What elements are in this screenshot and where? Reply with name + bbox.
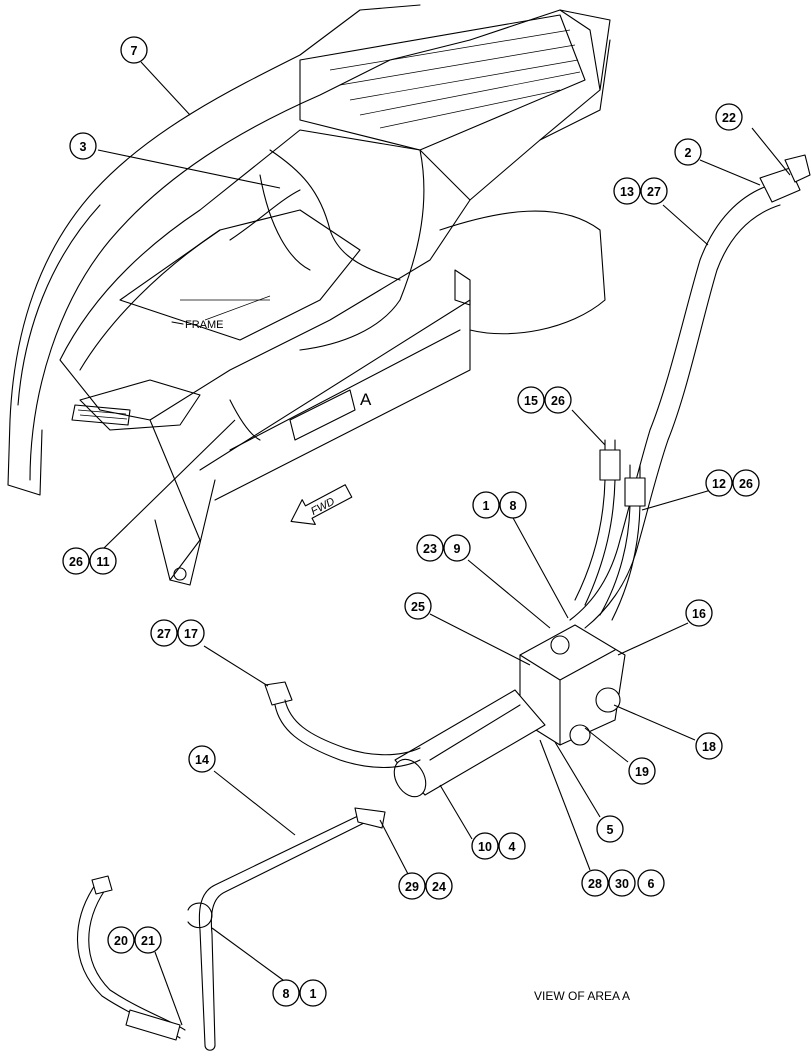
callout-number: 26: [551, 394, 565, 408]
callout-number: 12: [712, 477, 726, 491]
callout-26-11: 26 11: [62, 547, 117, 575]
frame-label: FRAME: [185, 319, 224, 331]
callout-number: 6: [648, 877, 655, 891]
callout-18: 18: [695, 732, 723, 760]
callout-29-24: 29 24: [398, 872, 453, 900]
callout-10-4: 10 4: [471, 832, 526, 860]
callout-number: 14: [195, 753, 209, 767]
callout-number: 29: [405, 880, 419, 894]
callout-1-8: 1 8: [472, 491, 527, 519]
callout-5: 5: [596, 815, 624, 843]
callout-number: 20: [114, 934, 128, 948]
callout-number: 4: [509, 840, 516, 854]
callout-13-27: 13 27: [613, 177, 668, 205]
hydraulic-components-drawing: [76, 154, 811, 1051]
callout-number: 8: [283, 987, 290, 1001]
callout-number: 28: [588, 877, 602, 891]
callout-8-1: 8 1: [272, 979, 327, 1007]
callout-3: 3: [69, 132, 97, 160]
callout-number: 24: [432, 880, 446, 894]
callout-27-17: 27 17: [150, 619, 205, 647]
callout-number: 22: [722, 111, 736, 125]
callout-number: 27: [157, 627, 171, 641]
callout-number: 19: [635, 765, 649, 779]
callout-number: 26: [739, 477, 753, 491]
view-caption: VIEW OF AREA A: [534, 989, 630, 1003]
callout-20-21: 20 21: [107, 926, 162, 954]
callout-number: 9: [454, 542, 461, 556]
callout-number: 10: [478, 840, 492, 854]
callout-28-30-6: 28 30 6: [581, 869, 665, 897]
callout-number: 17: [184, 627, 198, 641]
callout-number: 16: [692, 607, 706, 621]
callout-15-26: 15 26: [517, 386, 572, 414]
callout-number: 7: [131, 44, 138, 58]
callout-number: 11: [96, 555, 109, 569]
callout-number: 8: [510, 499, 517, 513]
callout-19: 19: [628, 757, 656, 785]
callout-number: 2: [685, 146, 692, 160]
callout-number: 21: [141, 934, 155, 948]
callout-number: 25: [411, 600, 425, 614]
callout-number: 18: [702, 740, 716, 754]
callout-number: 1: [483, 499, 490, 513]
callout-number: 13: [620, 185, 634, 199]
callout-23-9: 23 9: [416, 534, 471, 562]
area-a-label: A: [360, 390, 372, 409]
callout-14: 14: [188, 745, 216, 773]
callout-number: 15: [524, 394, 538, 408]
callout-7: 7: [120, 36, 148, 64]
forward-arrow-icon: FWD: [290, 484, 353, 525]
callout-25: 25: [404, 592, 432, 620]
callout-12-26: 12 26: [705, 469, 760, 497]
callout-number: 26: [69, 555, 83, 569]
callout-number: 5: [607, 823, 614, 837]
callout-number: 1: [310, 987, 317, 1001]
callout-22: 22: [715, 103, 743, 131]
callout-number: 23: [423, 542, 437, 556]
callout-16: 16: [685, 599, 713, 627]
machine-frame-drawing: FRAME A FWD: [7, 4, 611, 586]
fwd-label: FWD: [309, 496, 337, 518]
callout-number: 30: [615, 877, 629, 891]
leader-lines: [97, 61, 791, 1026]
callout-number: 3: [80, 140, 87, 154]
callout-number: 27: [647, 185, 661, 199]
callout-2: 2: [674, 138, 702, 166]
